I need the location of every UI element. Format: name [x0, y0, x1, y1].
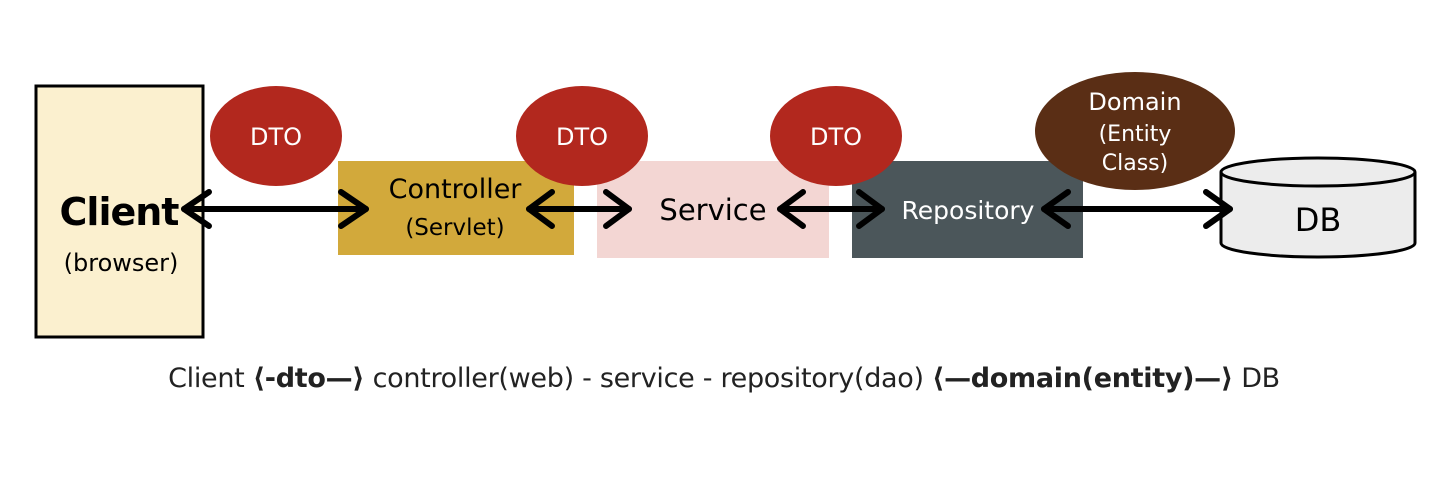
- client-title: Client: [60, 190, 180, 234]
- db-cylinder: DB: [1219, 156, 1417, 259]
- caption-db: DB: [1232, 363, 1280, 394]
- caption-client: Client: [168, 363, 253, 394]
- controller-subtitle: (Servlet): [405, 215, 504, 241]
- caption-layers: controller(web) - service - repository(d…: [364, 363, 933, 394]
- caption-dto-flow: ⟨-dto—⟩: [252, 363, 365, 394]
- dto-badge-3-label: DTO: [810, 123, 862, 151]
- repository-title: Repository: [902, 196, 1035, 225]
- caption-domain-flow: ⟨—domain(entity)—⟩: [932, 363, 1233, 394]
- domain-badge-line2: (Entity: [1099, 122, 1172, 147]
- domain-badge-line1: Domain: [1088, 88, 1181, 116]
- dto-badge-1-label: DTO: [250, 123, 302, 151]
- service-title: Service: [659, 193, 766, 227]
- client-box: [34, 84, 205, 339]
- dto-badge-1: DTO: [210, 86, 342, 186]
- controller-title: Controller: [389, 174, 523, 205]
- db-label: DB: [1295, 201, 1342, 239]
- arrow-service-repository: [777, 189, 885, 229]
- dto-badge-2-label: DTO: [556, 123, 608, 151]
- client-subtitle: (browser): [64, 249, 179, 277]
- arrow-repository-db: [1041, 189, 1233, 229]
- arrow-client-controller: [181, 189, 369, 229]
- dto-badge-2: DTO: [516, 86, 648, 186]
- diagram-caption: Client ⟨-dto—⟩ controller(web) - service…: [0, 363, 1448, 394]
- dto-badge-3: DTO: [770, 86, 902, 186]
- domain-badge-line3: Class): [1102, 151, 1168, 176]
- domain-badge: Domain (Entity Class): [1035, 72, 1235, 190]
- arrow-controller-service: [526, 189, 632, 229]
